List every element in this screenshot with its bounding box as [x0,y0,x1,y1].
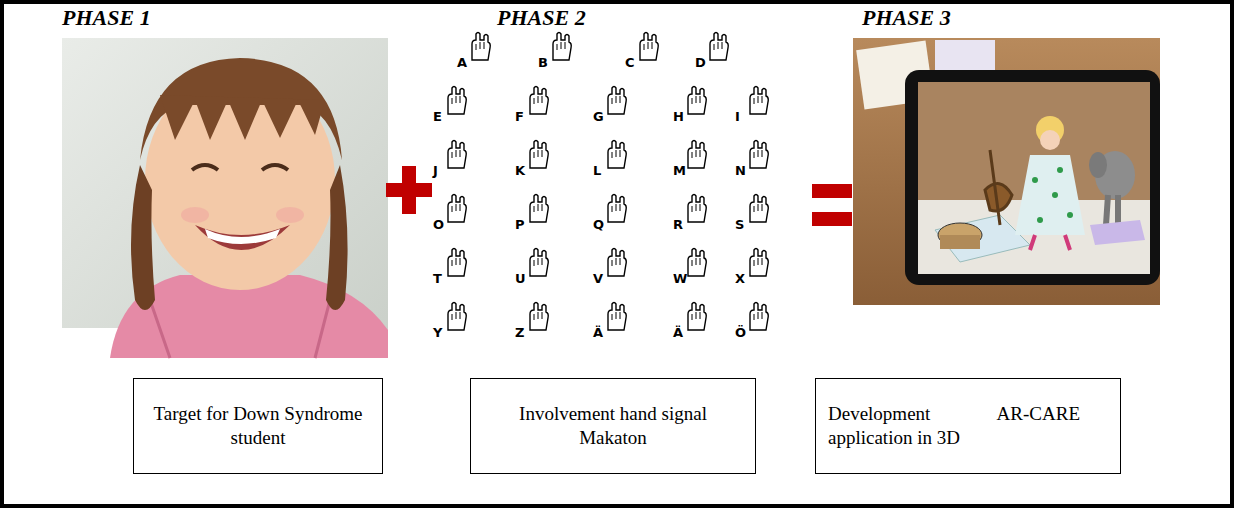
sign-letter: A [457,55,467,71]
sign-letter: M [673,163,686,179]
sign-letter: P [515,217,525,233]
phase-box: Development AR-CARE application in 3D [815,378,1121,474]
sign-letter: U [515,271,526,287]
child-photo [62,38,388,358]
phase-heading: PHASE 3 [862,6,951,30]
ar-tablet-photo [853,38,1160,305]
sign-letter: N [735,163,746,179]
hand-sign-chart [448,33,768,331]
sign-letter: Ä [673,325,683,341]
box-text: Development AR-CARE application in 3D [828,402,1080,450]
sign-letter: C [625,55,635,71]
phase-heading: PHASE 1 [62,6,151,30]
sign-letter: J [433,163,438,179]
phase-box: Involvement hand signal Makaton [470,378,756,474]
sign-letter: F [515,109,524,125]
sign-letter: O [433,217,444,233]
sign-letter: X [735,271,745,287]
sign-letter: W [673,271,687,287]
box-text: Target for Down Syndrome student [146,402,370,450]
sign-letter: Q [593,217,604,233]
sign-letter: D [695,55,706,71]
sign-letter: E [433,109,442,125]
sign-letter: G [593,109,604,125]
sign-letter: Ä [593,325,603,341]
sign-letter: L [593,163,601,179]
sign-letter: I [735,109,740,125]
sign-letter: T [433,271,442,287]
sign-letter: Ö [735,325,746,341]
phase-heading: PHASE 2 [497,6,586,30]
sign-letter: Y [433,325,442,341]
sign-letter: V [593,271,603,287]
sign-letter: Z [515,325,524,341]
box-text: Involvement hand signal Makaton [483,402,743,450]
equals-sign [812,184,852,226]
sign-letter: S [735,217,744,233]
phase-box: Target for Down Syndrome student [133,378,383,474]
sign-letter: K [515,163,525,179]
sign-letter: R [673,217,683,233]
sign-letter: H [673,109,684,125]
sign-letter: B [538,55,548,71]
plus-sign [386,166,432,214]
